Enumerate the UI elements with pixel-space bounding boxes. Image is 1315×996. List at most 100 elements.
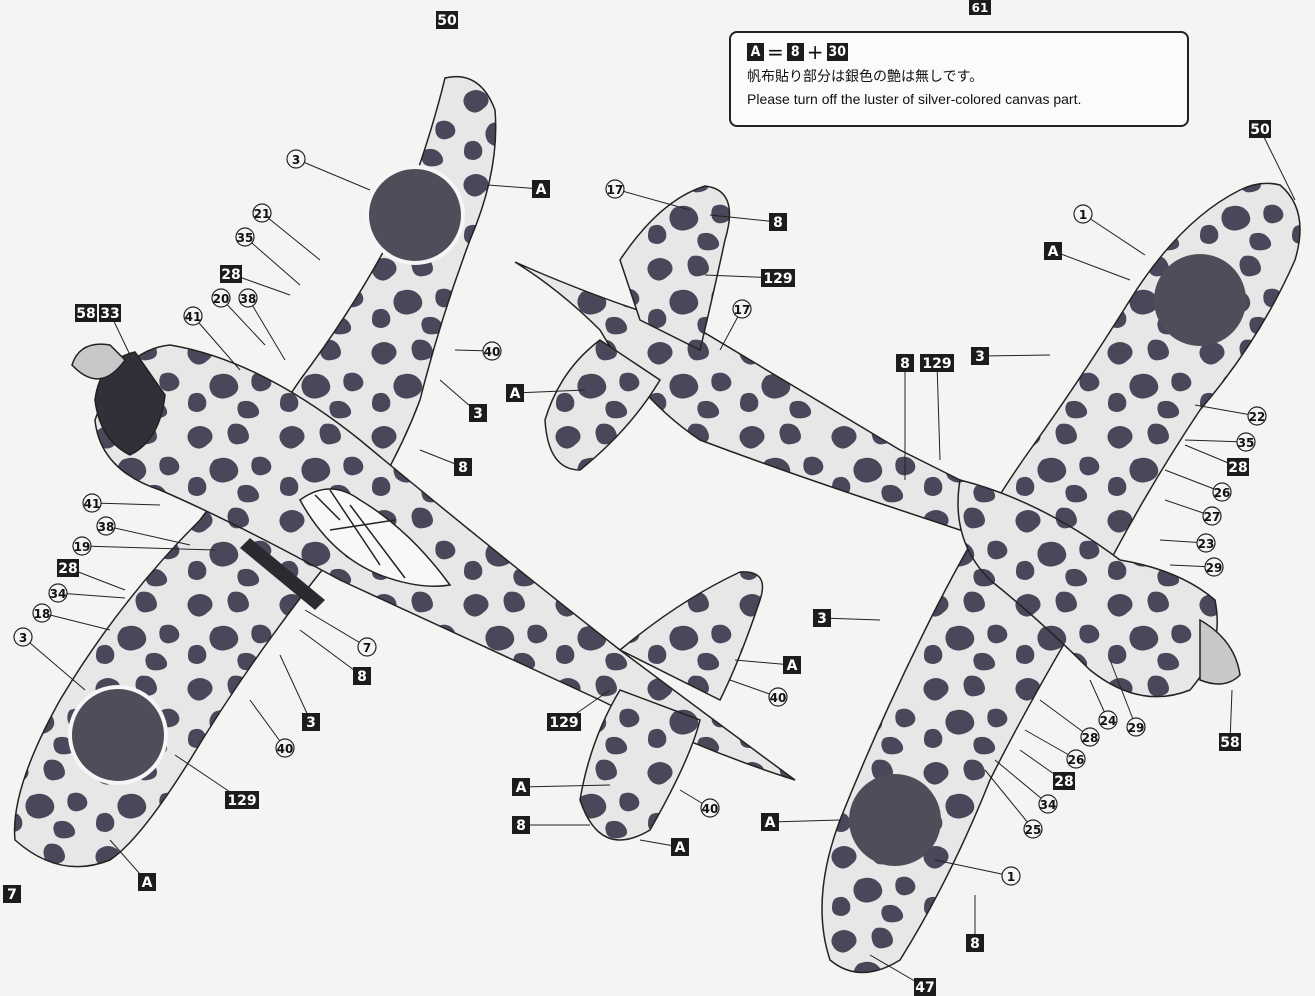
callout-label: 28 bbox=[58, 561, 77, 577]
part-number-circle: 26 bbox=[1066, 749, 1086, 769]
callout-label: A bbox=[1048, 244, 1059, 260]
callout-leader-line bbox=[769, 819, 841, 823]
decal-number-box: 129 bbox=[547, 713, 581, 731]
callout-label: 28 bbox=[1054, 774, 1073, 790]
decal-number-box: A bbox=[532, 180, 550, 198]
part-number-circle: 40 bbox=[482, 341, 502, 361]
decal-number-box: 47 bbox=[914, 978, 936, 996]
decal-number-box: A bbox=[783, 656, 801, 674]
callout-label: 50 bbox=[437, 13, 457, 29]
part-number-circle: 1 bbox=[1001, 866, 1021, 886]
callout-label: A bbox=[142, 875, 153, 891]
part-number-circle: 19 bbox=[72, 536, 92, 556]
decal-number-box: 50 bbox=[1249, 120, 1271, 138]
part-number-circle: 41 bbox=[183, 306, 203, 326]
callout-label: 8 bbox=[357, 669, 367, 685]
part-number-circle: 40 bbox=[768, 687, 788, 707]
decal-number-box: 58 bbox=[1219, 733, 1241, 751]
decal-formula: A = 8 + 30 bbox=[747, 39, 1175, 65]
part-number-circle: 22 bbox=[1247, 406, 1267, 426]
callout-label: 41 bbox=[185, 310, 202, 324]
callout-label: 8 bbox=[773, 215, 783, 231]
page-number: 61 bbox=[972, 1, 989, 15]
part-number-circle: 40 bbox=[700, 798, 720, 818]
decal-number-box: 3 bbox=[302, 713, 320, 731]
callout-leader-line bbox=[979, 354, 1051, 357]
decal-number-box: A bbox=[506, 384, 524, 402]
callout-leader-line bbox=[821, 617, 881, 621]
callout-label: 8 bbox=[970, 936, 980, 952]
part-number-circle: 38 bbox=[96, 516, 116, 536]
part-number-circle: 3 bbox=[13, 627, 33, 647]
callout-leader-line bbox=[1052, 250, 1131, 281]
callout-label: 3 bbox=[19, 631, 27, 645]
part-number-circle: 38 bbox=[238, 288, 258, 308]
part-number-circle: 18 bbox=[32, 603, 52, 623]
callout-leader-line bbox=[934, 859, 1012, 877]
callout-leader-line bbox=[1024, 729, 1077, 760]
callout-label: 29 bbox=[1206, 561, 1223, 575]
decal-number-box: 8 bbox=[454, 458, 472, 476]
decal-number-box: 33 bbox=[99, 304, 121, 322]
decal-number-box: A bbox=[761, 813, 779, 831]
callout-leader-line bbox=[520, 784, 611, 788]
middle-stab-upper bbox=[619, 185, 731, 352]
decal-number-box: 8 bbox=[896, 354, 914, 372]
callout-leader-line bbox=[247, 297, 286, 361]
right-hinomaru-lower bbox=[849, 774, 941, 866]
callout-leader-line bbox=[614, 188, 691, 211]
part-number-circle: 26 bbox=[1212, 482, 1232, 502]
callout-label: 28 bbox=[1082, 731, 1099, 745]
decal-number-box: 58 bbox=[75, 304, 97, 322]
left-exhaust-stripe bbox=[240, 538, 325, 610]
callout-label: 47 bbox=[915, 980, 934, 996]
callout-leader-line bbox=[41, 612, 111, 631]
callout-label: 3 bbox=[817, 611, 827, 627]
decal-number-box: 129 bbox=[920, 354, 954, 372]
callout-label: 7 bbox=[363, 641, 371, 655]
callout-label: 129 bbox=[549, 715, 578, 731]
callout-label: 34 bbox=[50, 587, 67, 601]
callout-leader-line bbox=[514, 389, 586, 394]
callout-label: 8 bbox=[516, 818, 526, 834]
formula-a: 8 bbox=[786, 43, 804, 61]
callout-label: 38 bbox=[240, 292, 257, 306]
callout-label: 35 bbox=[1238, 436, 1255, 450]
decal-number-box: A bbox=[671, 838, 689, 856]
callout-label: A bbox=[787, 658, 798, 674]
decal-number-box: 8 bbox=[353, 667, 371, 685]
callout-label: 40 bbox=[770, 691, 787, 705]
callout-leader-line bbox=[994, 759, 1049, 805]
callout-leader-line bbox=[295, 158, 371, 191]
callout-label: 40 bbox=[484, 345, 501, 359]
callout-label: 8 bbox=[900, 356, 910, 372]
decal-number-box: 3 bbox=[813, 609, 831, 627]
callout-label: 34 bbox=[1040, 798, 1057, 812]
part-number-circle: 34 bbox=[48, 583, 68, 603]
callout-leader-line bbox=[22, 636, 86, 691]
part-number-circle: 41 bbox=[82, 493, 102, 513]
canvas-note-box: A = 8 + 30 帆布貼り部分は銀色の艶は無しです。 Please turn… bbox=[729, 31, 1189, 127]
callout-leader-line bbox=[1194, 404, 1258, 417]
callout-label: 18 bbox=[34, 607, 51, 621]
part-number-circle: 3 bbox=[286, 149, 306, 169]
decal-number-box: 3 bbox=[971, 347, 989, 365]
callout-label: A bbox=[536, 182, 547, 198]
part-number-circle: 17 bbox=[605, 179, 625, 199]
callout-leader-line bbox=[244, 236, 301, 286]
formula-equals: = bbox=[767, 40, 784, 64]
decal-number-box: A bbox=[1044, 242, 1062, 260]
callout-leader-line bbox=[57, 592, 126, 599]
callout-label: A bbox=[516, 780, 527, 796]
callout-label: 29 bbox=[1128, 721, 1145, 735]
callout-label: A bbox=[510, 386, 521, 402]
decal-number-box: 8 bbox=[966, 934, 984, 952]
callout-label: 3 bbox=[473, 406, 483, 422]
callout-label: 7 bbox=[7, 887, 17, 903]
callout-leader-line bbox=[1259, 128, 1296, 201]
formula-b: 30 bbox=[826, 43, 849, 61]
callout-leader-line bbox=[1109, 659, 1137, 728]
decal-number-box: 28 bbox=[1053, 772, 1075, 790]
